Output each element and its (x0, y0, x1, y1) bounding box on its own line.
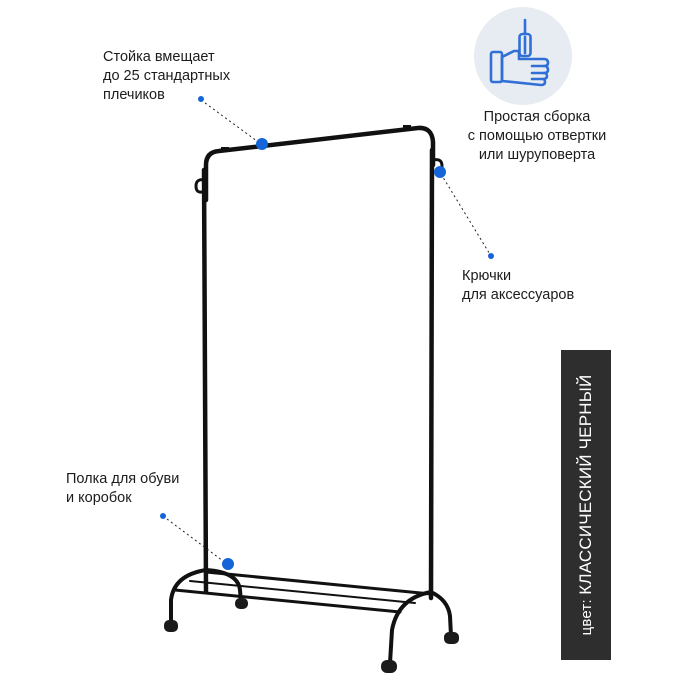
callout-line: Стойка вмещает (103, 49, 215, 65)
rail-knob-right (403, 125, 411, 130)
callout-line: Крючки (462, 268, 512, 284)
caster (235, 598, 248, 609)
marker-dot-small (488, 253, 494, 259)
left-hook (194, 178, 208, 194)
callout-line: с помощью отвертки (467, 128, 607, 144)
left-base (169, 568, 208, 625)
marker-dot-large (256, 138, 268, 150)
left-upright (201, 167, 209, 595)
caster (381, 660, 397, 673)
leader-capacity (200, 99, 262, 145)
marker-dot-small (160, 513, 166, 519)
casters (164, 598, 459, 673)
color-label-strip: цвет: КЛАССИЧЕСКИЙ ЧЕРНЫЙ (561, 350, 611, 660)
hand-screwdriver-icon (489, 18, 550, 87)
callout-line: до 25 стандартных (103, 68, 231, 84)
right-base-back (429, 590, 453, 638)
shelf-bar-mid (189, 580, 416, 604)
marker-dot-small (198, 96, 204, 102)
callout-line: или шуруповерта (478, 147, 596, 163)
color-label: цвет: КЛАССИЧЕСКИЙ ЧЕРНЫЙ (576, 375, 596, 636)
leader-shelf (162, 515, 228, 565)
caster (444, 632, 459, 644)
leader-lines (162, 99, 492, 565)
callout-hooks: Крючки для аксессуаров (462, 267, 574, 305)
callout-capacity: Стойка вмещает до 25 стандартных плечико… (103, 48, 230, 105)
callout-line: плечиков (103, 87, 165, 103)
markers (160, 96, 494, 570)
callout-shelf: Полка для обуви и коробок (66, 470, 179, 508)
shelf-bar-back (204, 570, 433, 596)
color-label-prefix: цвет: (578, 594, 595, 636)
top-rail (203, 125, 436, 203)
callout-line: и коробок (66, 490, 132, 506)
right-upright (428, 147, 435, 601)
marker-dot-large (434, 166, 446, 178)
callout-line: Полка для обуви (66, 471, 180, 487)
marker-dot-large (222, 558, 234, 570)
rail-knob-left (221, 147, 229, 152)
callout-line: Простая сборка (483, 109, 591, 125)
assembly-badge (474, 7, 572, 105)
left-base-front (204, 568, 243, 604)
caster (164, 620, 178, 632)
color-label-value: КЛАССИЧЕСКИЙ ЧЕРНЫЙ (576, 374, 595, 595)
callout-assembly: Простая сборка с помощью отвертки или шу… (432, 108, 642, 165)
leader-hooks (440, 173, 492, 257)
shelf-bar-front (173, 588, 402, 614)
callout-line: для аксессуаров (462, 287, 575, 303)
rack-frame (169, 125, 453, 665)
